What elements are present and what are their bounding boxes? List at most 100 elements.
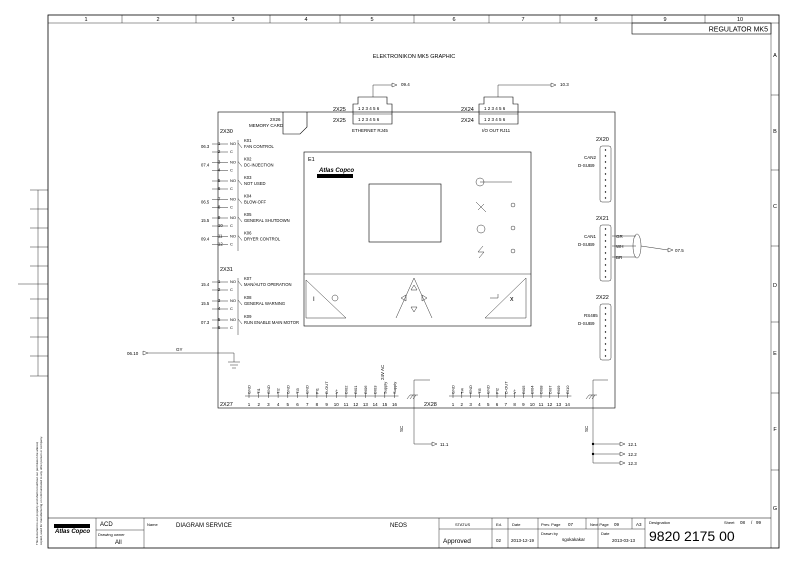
- dsub-pin: [604, 155, 607, 157]
- dsub-label: 2X21: [596, 216, 609, 222]
- dsub-label: 2X20: [596, 137, 609, 143]
- dsub-rs485: [599, 303, 612, 361]
- diagram-heading: ELEKTRONIKON MK5 GRAPHIC: [373, 54, 456, 60]
- terminal-pin: 2: [257, 402, 260, 407]
- project-name: NEOS: [390, 523, 407, 529]
- svg-text:07.5: 07.5: [675, 248, 684, 253]
- dsub-pin: [604, 331, 607, 333]
- dsub-pin: [604, 240, 607, 242]
- pin-number: 2: [218, 149, 221, 154]
- relay-id: K05: [244, 212, 252, 217]
- terminal-signal: DI02: [344, 385, 349, 394]
- svg-text:SC: SC: [584, 425, 589, 432]
- terminal-pin: 12: [353, 402, 359, 407]
- pin-number: 6: [218, 325, 221, 330]
- svg-text:GR: GR: [616, 234, 624, 239]
- svg-text:11.1: 11.1: [440, 442, 449, 447]
- svg-text:I: I: [313, 297, 315, 303]
- outer-frame: [47, 14, 780, 549]
- dsub-can2: [599, 145, 612, 203]
- terminal-signal: DI04: [530, 385, 535, 394]
- svg-text:Name: Name: [147, 522, 158, 527]
- svg-text:ETHERNET RJ45: ETHERNET RJ45: [352, 128, 388, 133]
- pin-number: 6: [218, 186, 221, 191]
- svg-text:2X25: 2X25: [333, 118, 346, 124]
- relay-name: DC-INJECTION: [244, 163, 274, 168]
- svg-text:2X24: 2X24: [461, 107, 474, 113]
- svg-text:08: 08: [740, 520, 746, 525]
- dsub-can1: [599, 224, 612, 282]
- contact-c: C: [230, 223, 233, 228]
- dsub-label: 2X22: [596, 295, 609, 301]
- svg-text:07: 07: [568, 522, 574, 527]
- dsub-pin: [604, 197, 607, 199]
- terminal-signal: PI1: [314, 387, 319, 394]
- svg-text:1 2 3 4 5 6: 1 2 3 4 5 6: [358, 106, 380, 111]
- svg-text:sgokakakar: sgokakakar: [562, 537, 586, 542]
- row-label: A: [773, 53, 777, 59]
- drawing-name: DIAGRAM SERVICE: [176, 523, 232, 529]
- svg-text:2013-03-13: 2013-03-13: [612, 538, 636, 543]
- dsub-caption: D-SUB9: [578, 242, 595, 247]
- contact-no: NO: [230, 234, 236, 239]
- svg-text:10.3: 10.3: [560, 82, 569, 87]
- relay-id: K03: [244, 175, 252, 180]
- terminal-pin: 10: [334, 402, 340, 407]
- relay-id: K07: [244, 276, 252, 281]
- pin-number: 5: [218, 317, 221, 322]
- terminal-signal: DI08: [539, 385, 544, 394]
- relay-ref: 06.5: [201, 200, 210, 205]
- pin-number: 12: [218, 242, 223, 247]
- svg-text:ACD: ACD: [100, 522, 113, 528]
- contact-c: C: [230, 287, 233, 292]
- dsub-pin: [604, 167, 607, 169]
- svg-text:All: All: [115, 540, 122, 546]
- ground-wire: 06.10 GY: [127, 347, 240, 369]
- relay-id: K01: [244, 138, 252, 143]
- relay-ref: 06.3: [201, 144, 210, 149]
- terminal-pin: 5: [487, 402, 490, 407]
- can1-wiring: GR WH BR 07.5: [612, 233, 684, 260]
- contact-no: NO: [230, 160, 236, 165]
- pin-number: 8: [218, 205, 221, 210]
- side-notes: This document is our property and shall …: [35, 436, 43, 545]
- row-label: G: [773, 506, 777, 512]
- pin-number: 11: [218, 234, 223, 239]
- connector-2x25: 2X25 2X25 1 2 3 4 5 6 1 2 3 4 5 6 ETHERN…: [333, 82, 410, 133]
- terminal-pin: 7: [306, 402, 309, 407]
- terminal-signal: D-OUT: [503, 381, 508, 394]
- svg-text:2X26: 2X26: [270, 117, 281, 122]
- terminal-signal: GND: [451, 385, 456, 394]
- terminal-pin: 14: [565, 402, 571, 407]
- terminal-pin: 13: [556, 402, 562, 407]
- terminal-signal: D-OUT: [324, 381, 329, 394]
- header-title: REGULATOR MK5: [709, 27, 768, 34]
- relay-ref: 09.4: [201, 237, 210, 242]
- terminal-signal: V+: [334, 388, 339, 394]
- contact-no: NO: [230, 279, 236, 284]
- terminal-pin: 6: [296, 402, 299, 407]
- terminal-pin: 11: [344, 402, 349, 407]
- relay-name: RUN ENABLE MAIN MOTOR: [244, 320, 299, 325]
- dsub-caption: CAN1: [584, 234, 597, 239]
- svg-text:Next Page: Next Page: [590, 522, 609, 527]
- column-label: 6: [452, 17, 455, 23]
- dsub-caption: D-SUB9: [578, 163, 595, 168]
- contact-c: C: [230, 205, 233, 210]
- pin-number: 3: [218, 160, 221, 165]
- svg-text:2013-12-19: 2013-12-19: [511, 538, 535, 543]
- brand-logo: Atlas Copco: [318, 168, 354, 174]
- dsub-pin: [604, 149, 607, 151]
- row-label: C: [773, 204, 777, 210]
- terminal-signal: DI06: [363, 385, 368, 394]
- pin-number: 7: [218, 197, 221, 202]
- display-unit-e1: E1 Atlas Copco I x: [303, 151, 532, 327]
- contact-c: C: [230, 168, 233, 173]
- terminal-signal: DI03: [373, 385, 378, 394]
- terminal-pin: 1: [452, 402, 455, 407]
- dsub-pin: [604, 325, 607, 327]
- contact-no: NO: [230, 178, 236, 183]
- column-label: 1: [84, 17, 87, 23]
